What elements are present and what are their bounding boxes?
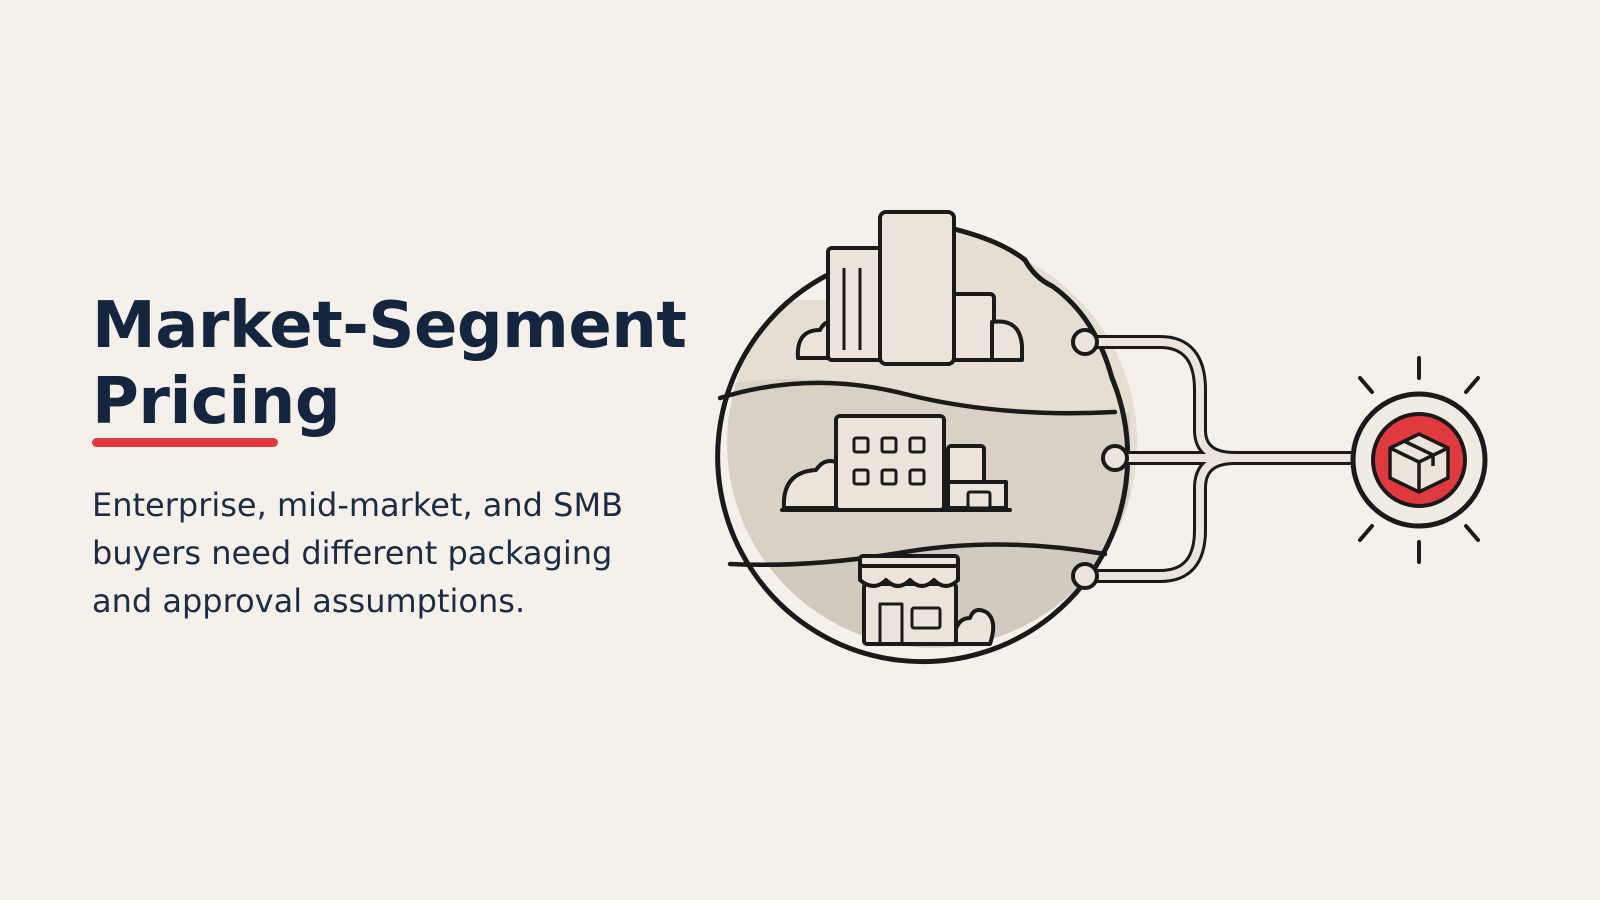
connector-lines: [1078, 335, 1357, 583]
package-box-icon: [1388, 432, 1450, 494]
node-enterprise: [1071, 328, 1099, 356]
slide-title: Market-Segment Pricing: [92, 288, 692, 440]
highlight-rays: [1358, 356, 1480, 564]
connector-nodes: [1071, 328, 1129, 590]
node-smb: [1071, 562, 1099, 590]
target-node: [1350, 356, 1488, 564]
node-mid-market: [1101, 444, 1129, 472]
slide-subtitle: Enterprise, mid-market, and SMB buyers n…: [92, 486, 624, 620]
storefront-icon: [858, 554, 996, 646]
text-block: Market-Segment Pricing Enterprise, mid-m…: [92, 288, 692, 625]
segment-illustration: [715, 210, 1488, 665]
office-building-icon: [780, 414, 1012, 512]
title-underline: [92, 438, 278, 447]
skyscraper-icon: [795, 210, 1024, 366]
title-line-2: Pricing: [92, 365, 341, 439]
title-line-1: Market-Segment: [92, 289, 687, 363]
